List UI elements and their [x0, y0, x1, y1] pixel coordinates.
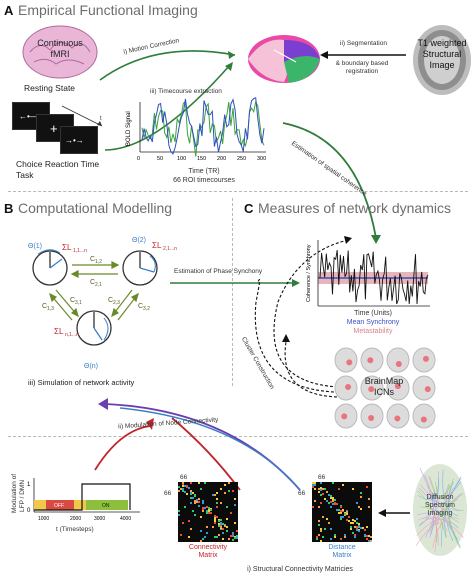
distance-matrix — [312, 482, 372, 542]
sum-ln: ΣL — [54, 327, 64, 336]
icn-brain-icon — [412, 403, 436, 429]
panel-c-letter: C — [244, 201, 254, 216]
divider-bottom — [8, 436, 468, 437]
svg-text:1: 1 — [27, 482, 31, 488]
seg-off: OFF — [54, 503, 64, 509]
divider-bc — [232, 198, 233, 386]
sum-l1-sub: 1,1...n — [73, 248, 87, 254]
seg-on: ON — [102, 503, 110, 509]
svg-text:1000: 1000 — [38, 516, 49, 522]
sum-l2: ΣL — [152, 241, 162, 250]
oscillator-network: Θ(1) Θ(2) Θ(n) ΣL 1,1...n ΣL 2,1...n ΣL … — [28, 237, 177, 370]
icn-brain-icon — [386, 347, 410, 373]
lfp-chart: 1 0 OFF ON 1000 2000 3000 4000 — [27, 478, 140, 522]
conn-dim-top: 66 — [180, 474, 188, 481]
sync-x-label: Time (Units) — [354, 310, 392, 317]
c23: C — [108, 297, 113, 304]
svg-text:0: 0 — [27, 508, 31, 514]
c12: C — [90, 256, 95, 263]
c32: C — [138, 303, 143, 310]
registration-label: & boundary based registration — [335, 60, 389, 75]
sync-y-label: Coherence / Synchrony — [306, 244, 312, 302]
simulation-label: iii) Simulation of network activity — [28, 378, 135, 387]
brainmap-label: BrainMap ICNs — [364, 376, 404, 397]
divider-a — [8, 191, 468, 192]
dsi-label: Diffusion Spectrum Imaging — [425, 494, 455, 517]
svg-text:3,2: 3,2 — [143, 306, 150, 312]
dsi-arrow — [378, 509, 410, 517]
svg-text:4000: 4000 — [120, 516, 131, 522]
svg-text:3,1: 3,1 — [75, 300, 82, 306]
sum-l2-sub: 2,1...n — [163, 246, 177, 252]
dsi-brain-icon — [413, 464, 467, 556]
task-screen-3: →•→ — [60, 126, 98, 154]
bold-x-tick: 150 — [197, 156, 206, 162]
continuous-fmri-label: Continuous fMRI — [37, 38, 83, 59]
motion-correction-arrows — [99, 50, 236, 151]
structural-label: i) Structural Connectivity Matricies — [247, 566, 353, 573]
t1-label: T1 weighted Structural Image — [417, 38, 467, 70]
svg-text:2,1: 2,1 — [95, 282, 102, 288]
c21: C — [90, 279, 95, 286]
svg-text:2000: 2000 — [70, 516, 81, 522]
theta-1: Θ(1) — [28, 243, 42, 250]
cluster-arrows — [254, 236, 352, 398]
connectivity-matrix — [178, 482, 238, 542]
panel-b-letter: B — [4, 201, 14, 216]
svg-text:t: t — [100, 116, 102, 122]
svg-text:←•—: ←•— — [19, 112, 38, 121]
svg-text:+: + — [50, 121, 58, 136]
metastability-label: Metastability — [353, 328, 393, 335]
theta-2: Θ(2) — [132, 237, 146, 244]
theta-n: Θ(n) — [84, 363, 98, 370]
fmri-brain-icon — [22, 25, 98, 79]
bold-x-tick: 50 — [157, 156, 163, 162]
svg-text:1,3: 1,3 — [47, 306, 54, 312]
resting-state-label: Resting State — [24, 83, 76, 93]
panel-a-title: Empirical Functional Imaging — [18, 2, 198, 18]
icn-brain-icon — [334, 347, 358, 373]
bold-x-label: Time (TR) — [188, 168, 220, 175]
distance-matrix-label: Distance Matrix — [328, 544, 356, 559]
panel-c-title: Measures of network dynamics — [258, 200, 451, 216]
c31: C — [70, 297, 75, 304]
roi-label: 66 ROI timecourses — [173, 177, 235, 184]
bold-x-tick: 300 — [257, 156, 266, 162]
sum-ln-sub: n,1...n — [65, 332, 79, 338]
timecourse-label: iii) Timecourse extraction — [150, 88, 222, 95]
bold-x-tick: 200 — [217, 156, 226, 162]
segmentation-arrow — [320, 51, 406, 59]
choice-reaction-label: Choice Reaction Time Task — [16, 159, 100, 180]
mean-sync-label: Mean Synchrony — [346, 319, 400, 326]
phase-sync-label: Estimation of Phase Synchony — [174, 268, 263, 275]
time-arrow-icon: t — [61, 105, 103, 127]
bold-y-label: BOLD Signal — [126, 111, 132, 146]
segmentation-label: ii) Segmentation — [340, 40, 387, 47]
bold-chart: 0 50 100 150 200 250 300 BOLD Signal — [126, 97, 266, 162]
synchrony-chart: Coherence / Synchrony — [306, 240, 430, 307]
t1-image-icon — [413, 25, 471, 95]
svg-text:3000: 3000 — [94, 516, 105, 522]
connectivity-matrix-label: Connectivity Matrix — [188, 544, 228, 559]
conn-dim-left: 66 — [164, 490, 172, 497]
svg-text:→•→: →•→ — [65, 136, 84, 145]
panel-b-title: Computational Modelling — [18, 200, 173, 216]
spatial-coherence-arrow — [282, 122, 381, 244]
phase-sync-arrow — [170, 279, 300, 287]
dist-dim-top: 66 — [318, 474, 326, 481]
segmented-brain-icon — [248, 35, 320, 83]
svg-text:1,2: 1,2 — [95, 259, 102, 265]
sum-l1: ΣL — [62, 243, 72, 252]
icn-brain-icon — [412, 375, 436, 401]
svg-text:2,3: 2,3 — [113, 300, 120, 306]
dist-dim-left: 66 — [298, 490, 306, 497]
panel-a-letter: A — [4, 3, 14, 18]
c13: C — [42, 303, 47, 310]
brainmap-icns — [334, 347, 436, 429]
t-timesteps-label: t (Timesteps) — [56, 526, 94, 533]
bold-x-tick: 250 — [237, 156, 246, 162]
bold-x-tick: 100 — [177, 156, 186, 162]
bold-x-tick: 0 — [137, 156, 140, 162]
